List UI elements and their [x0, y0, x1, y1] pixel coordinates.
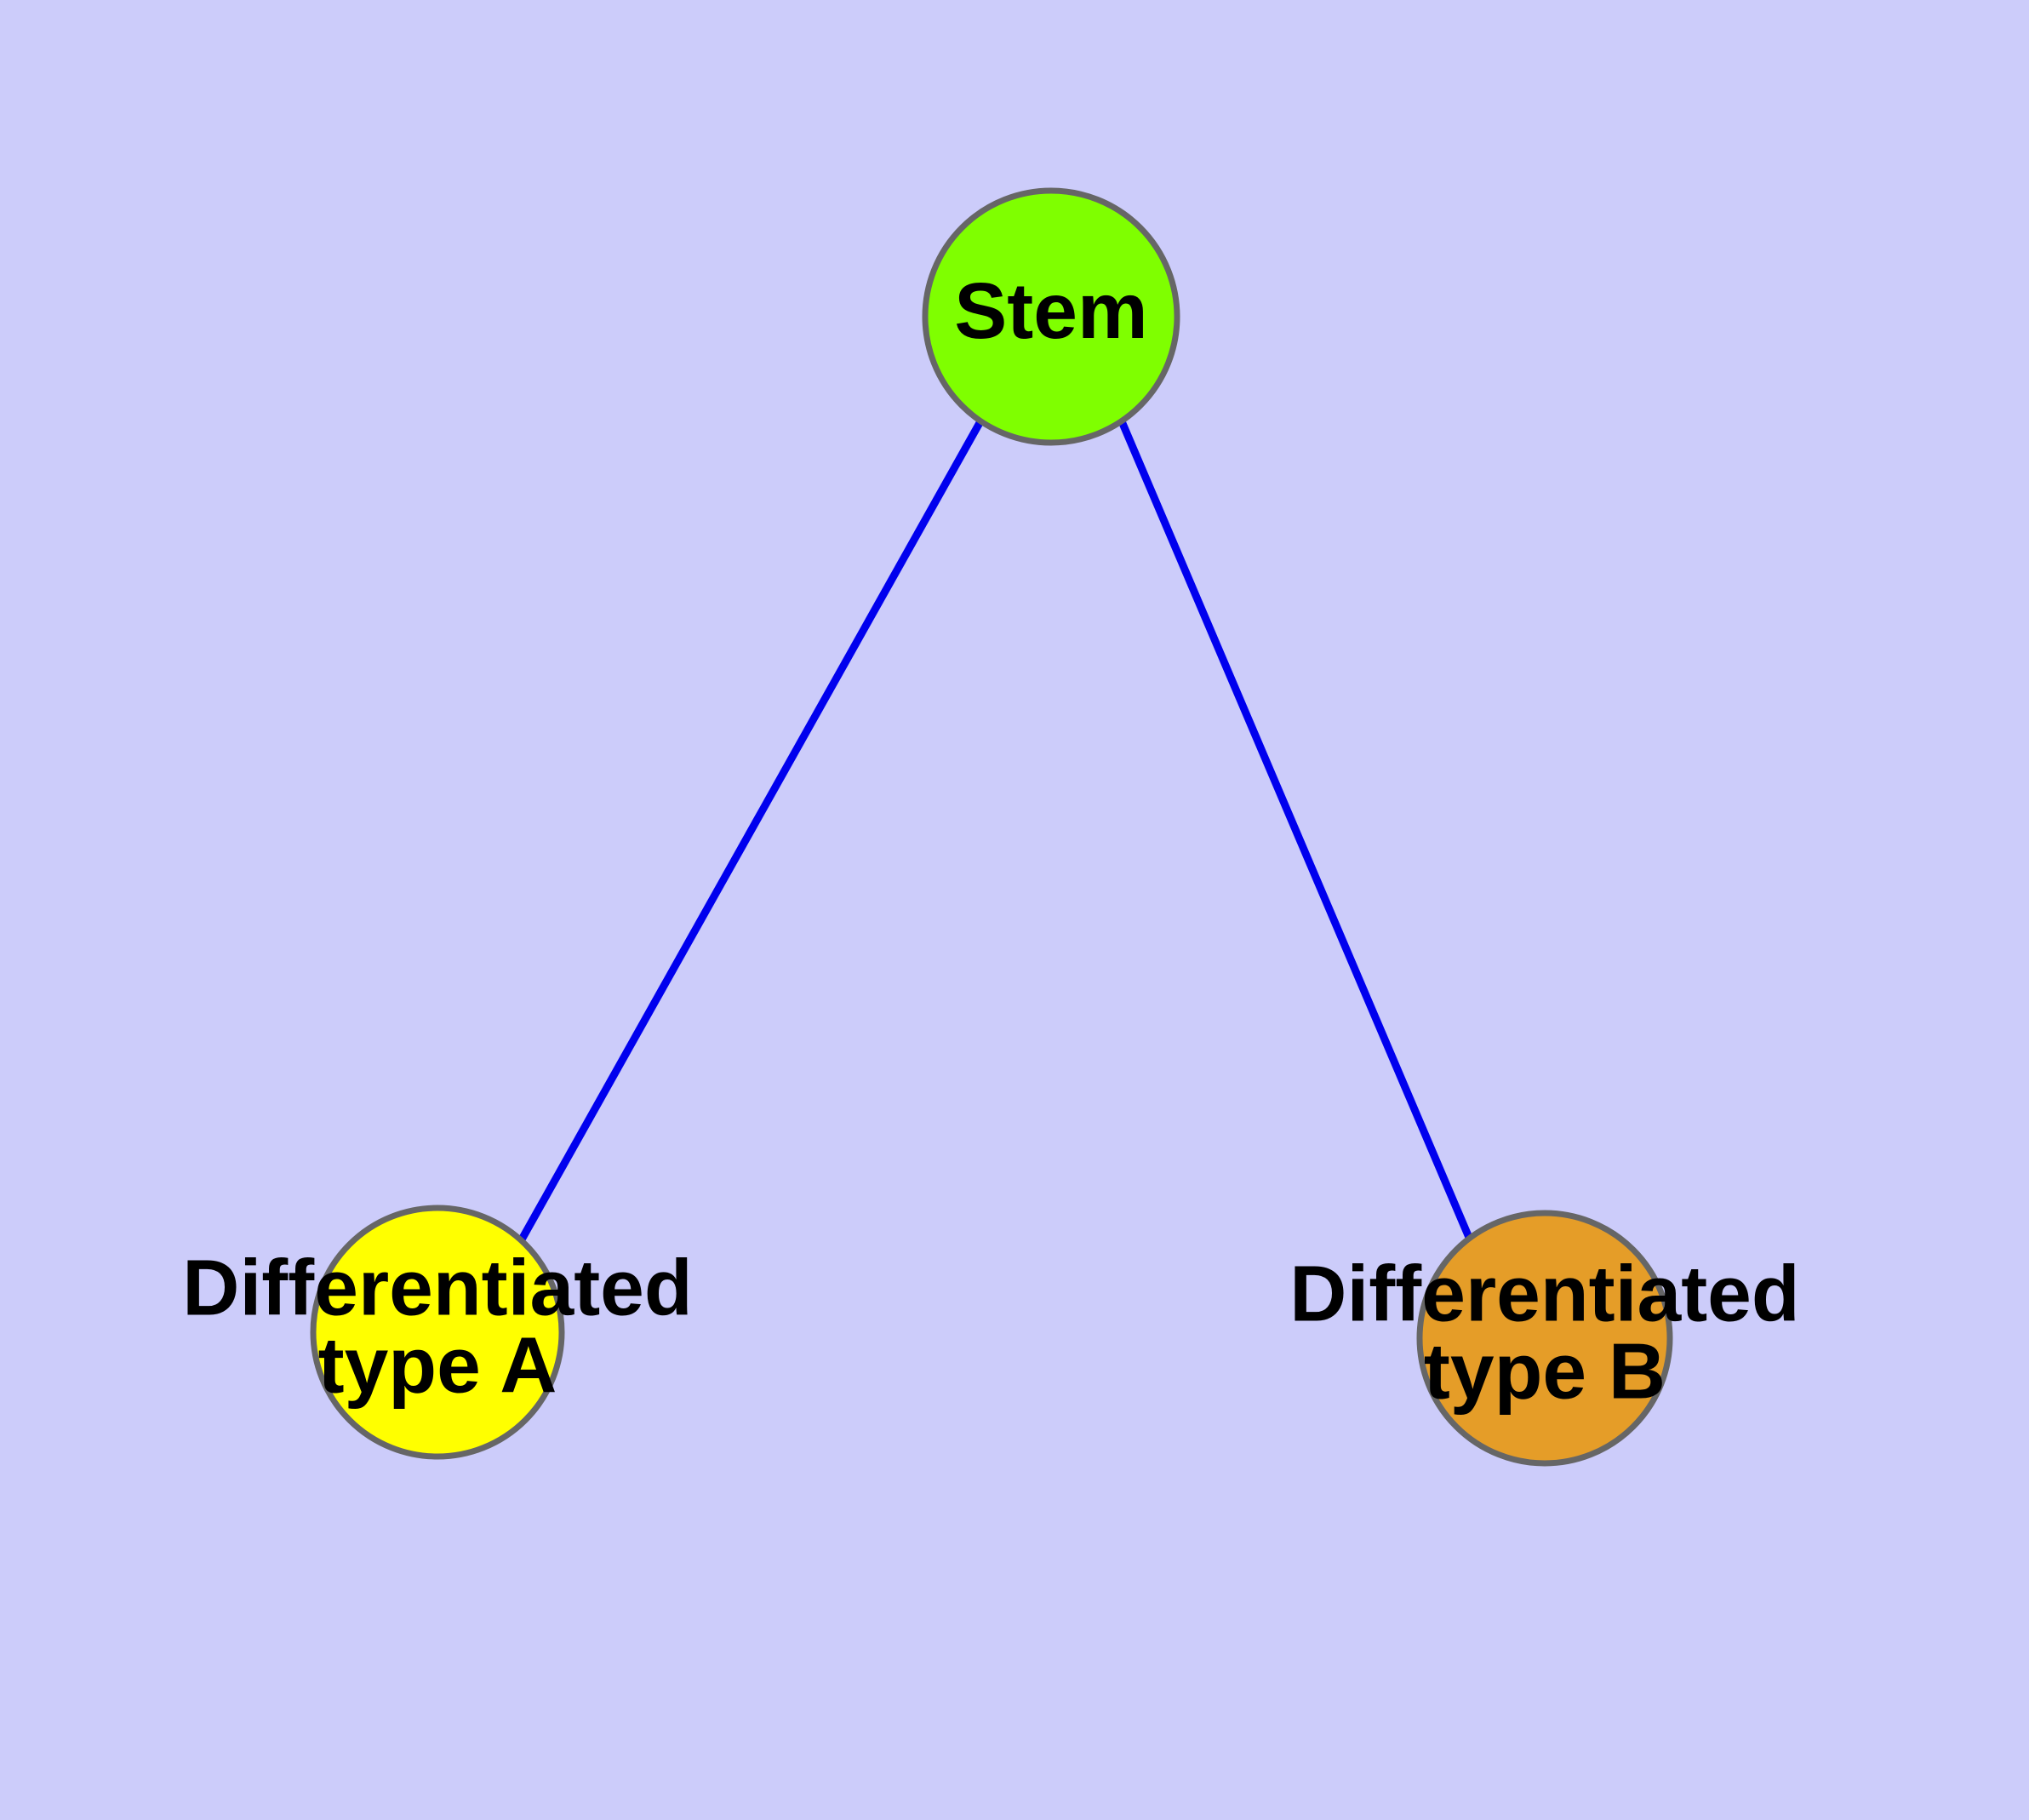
node-circle-stem[interactable]	[922, 187, 1180, 446]
graph-node-stem[interactable]: Stem	[922, 187, 1180, 446]
node-circle-diff_a[interactable]	[310, 1205, 565, 1460]
node-label-stem: Stem	[954, 266, 1147, 355]
graph-edge-stem-to-diff-a[interactable]	[518, 419, 984, 1242]
graph-edge-stem-to-diff-b[interactable]	[1117, 420, 1474, 1241]
edge-layer	[518, 419, 1474, 1242]
node-label-line: Differentiated	[182, 1243, 692, 1331]
node-label-line: Differentiated	[1289, 1249, 1799, 1337]
node-label-line: Stem	[954, 266, 1147, 355]
node-label-line: type B	[1424, 1326, 1666, 1415]
node-circle-diff_b[interactable]	[1416, 1210, 1673, 1467]
node-label-line: type A	[318, 1320, 557, 1409]
